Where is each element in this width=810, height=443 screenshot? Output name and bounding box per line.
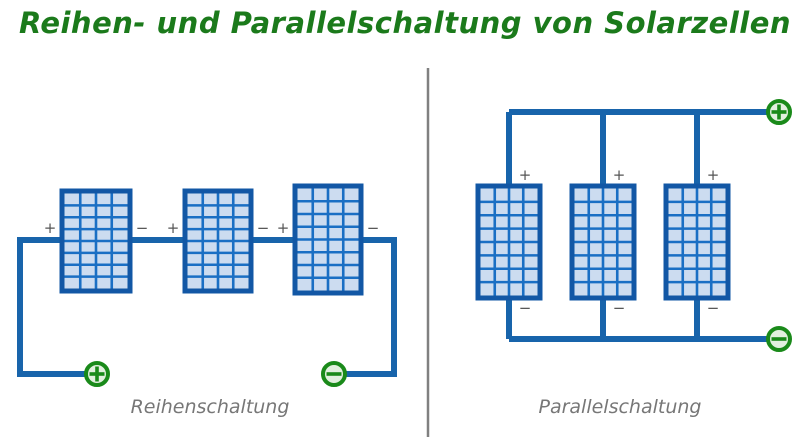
plus-terminal-icon[interactable]: [84, 361, 110, 387]
solar-panel: [663, 183, 731, 301]
minus-terminal-icon[interactable]: [766, 326, 792, 352]
parallel-signs: + − + − + −: [519, 166, 720, 317]
caption-series: Reihenschaltung: [130, 396, 290, 418]
parallel-terminals: [766, 99, 792, 352]
parallel-panels: [475, 183, 731, 301]
page-title: Reihen- und Parallelschaltung von Solarz…: [18, 6, 792, 40]
plus-sign-label: +: [519, 166, 532, 184]
plus-sign-label: +: [613, 166, 626, 184]
solar-panel: [569, 183, 637, 301]
plus-sign-label: +: [277, 219, 290, 237]
series-wire-loop: [17, 237, 88, 377]
series-terminals: [84, 361, 347, 387]
series-signs: +−+−+−: [44, 219, 380, 237]
parallel-wires: [506, 109, 770, 342]
minus-terminal-icon[interactable]: [321, 361, 347, 387]
series-panels: [59, 183, 364, 296]
plus-sign-label: +: [44, 219, 57, 237]
solar-panel: [475, 183, 543, 301]
minus-sign-label: −: [613, 299, 626, 317]
minus-sign-label: −: [257, 219, 270, 237]
solar-panel: [59, 188, 133, 294]
plus-sign-label: +: [707, 166, 720, 184]
series-wire-bottom-right: [344, 237, 397, 377]
plus-sign-label: +: [167, 219, 180, 237]
minus-sign-label: −: [519, 299, 532, 317]
solar-panel: [182, 188, 254, 294]
minus-sign-label: −: [707, 299, 720, 317]
minus-sign-label: −: [367, 219, 380, 237]
series-circuit-group: +−+−+−: [17, 183, 397, 387]
plus-terminal-icon[interactable]: [766, 99, 792, 125]
caption-parallel: Parallelschaltung: [538, 396, 702, 418]
parallel-circuit-group: + − + − + −: [475, 99, 792, 352]
minus-sign-label: −: [136, 219, 149, 237]
solar-panel: [292, 183, 364, 296]
series-wires: [17, 237, 397, 377]
